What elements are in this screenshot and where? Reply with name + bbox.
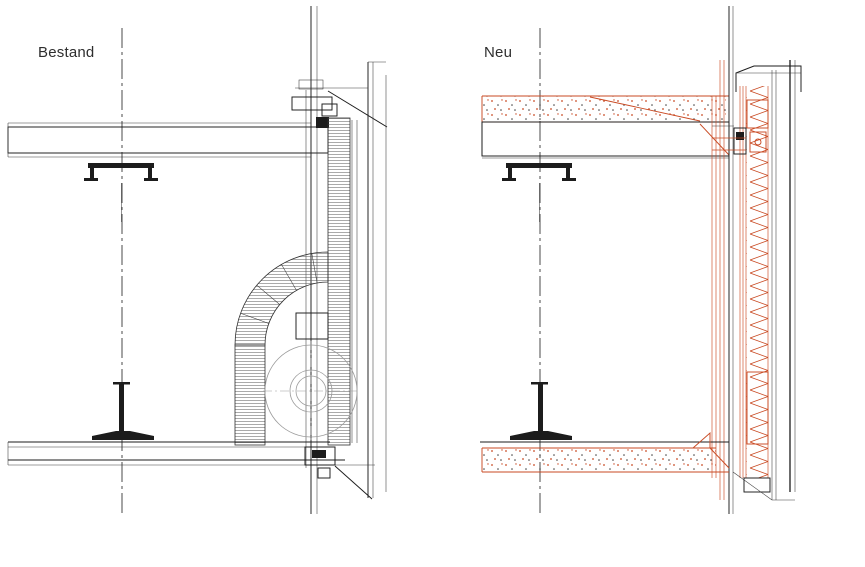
- neu-window-head-fitting: [712, 125, 767, 155]
- bestand-ceiling-slab-hatch: [7, 122, 329, 158]
- neu-facade-section: [711, 6, 802, 514]
- break-marker: [692, 431, 711, 449]
- facade-top-cap: [735, 65, 802, 92]
- neu-ceiling-slab-hatch: [481, 121, 730, 159]
- neu-drawing: [480, 6, 802, 514]
- bestand-drawing: [7, 6, 388, 514]
- bestand-steel-profile-bottom: [92, 382, 154, 440]
- neu-steel-profile-top: [502, 163, 576, 222]
- bestand-flex-duct: [234, 117, 351, 446]
- panel-label-bestand: Bestand: [38, 44, 95, 61]
- bestand-fan-detail: [263, 312, 359, 441]
- bestand-floor-slab: [7, 441, 375, 500]
- neu-steel-profile-bottom: [510, 382, 572, 440]
- bestand-steel-profile-top: [84, 163, 158, 222]
- neu-floor-slab-stipple: [480, 431, 795, 501]
- neu-screed-stipple-top: [481, 95, 729, 123]
- bestand-window-head-detail: [291, 79, 388, 128]
- panel-label-neu: Neu: [484, 44, 513, 61]
